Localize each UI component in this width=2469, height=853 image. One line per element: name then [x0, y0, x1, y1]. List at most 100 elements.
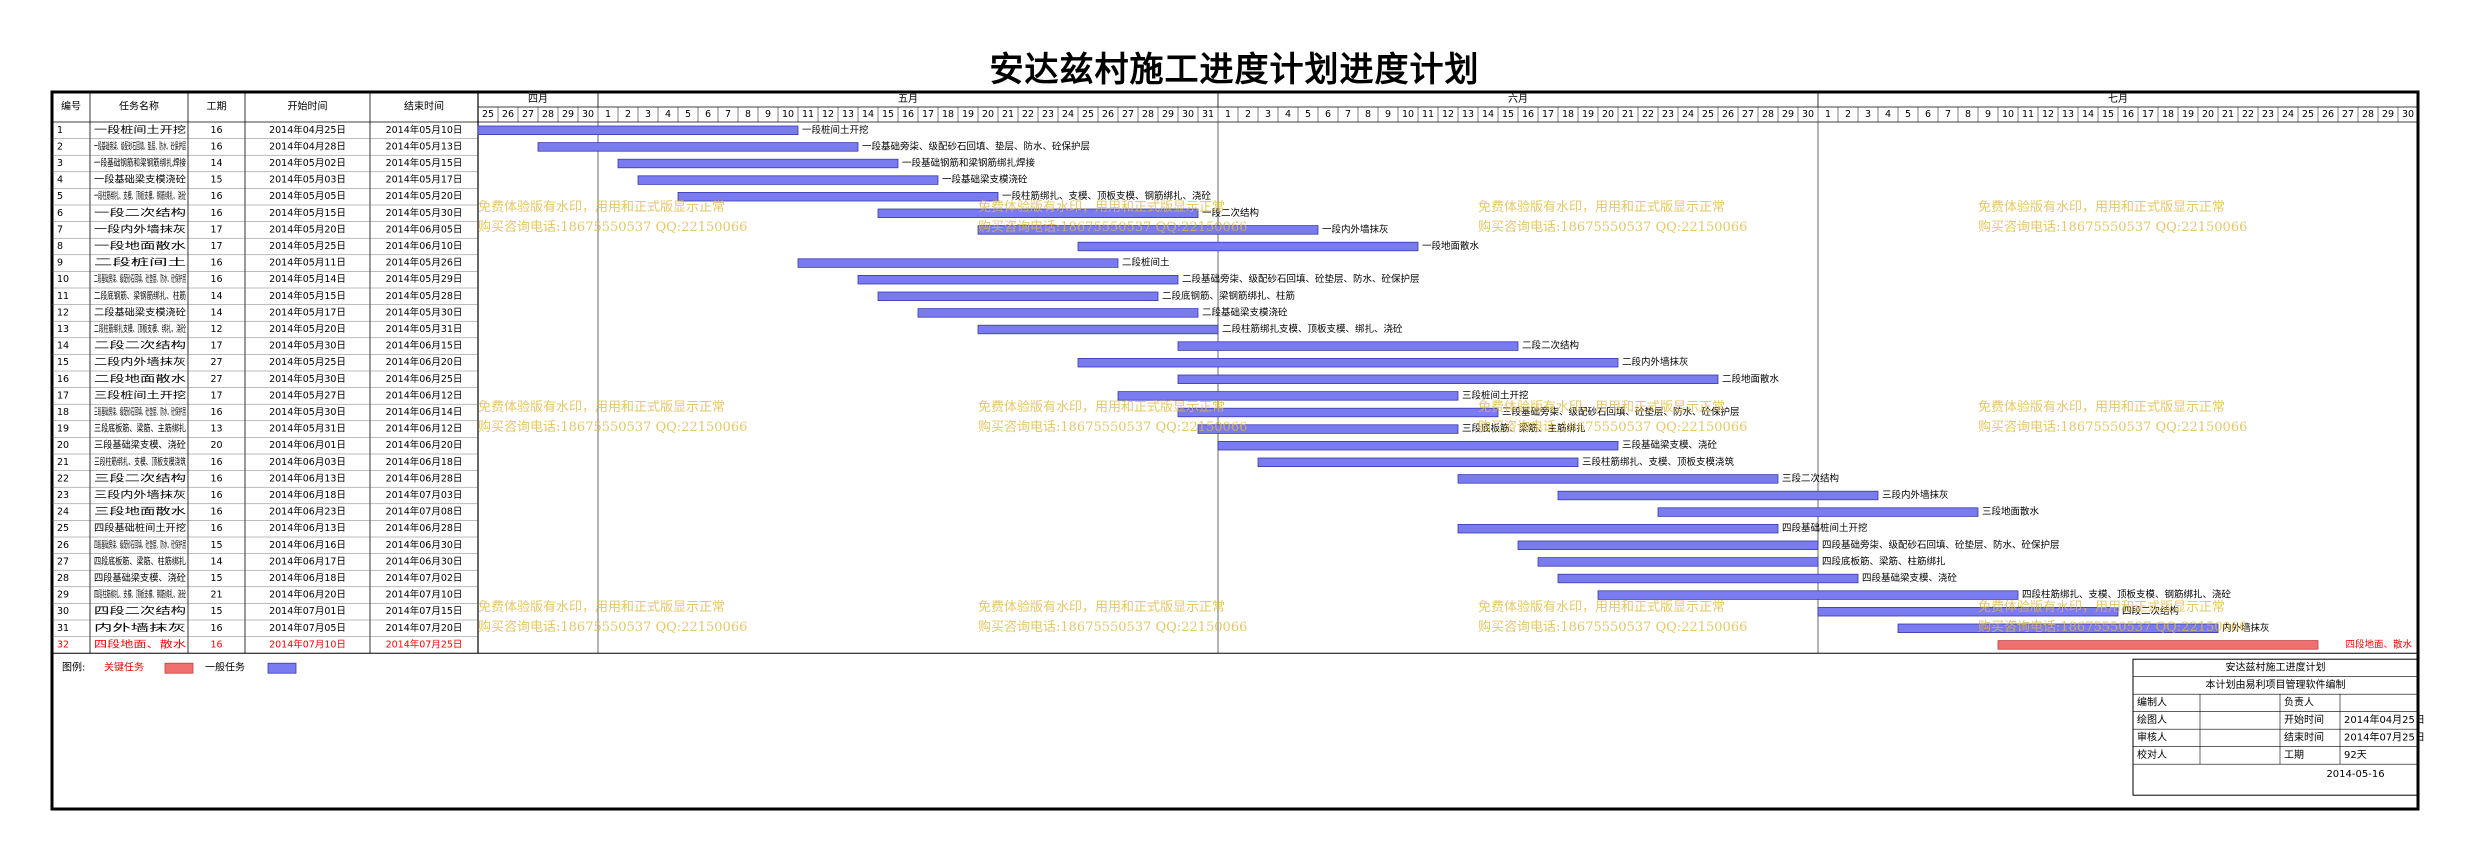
- day-label: 16: [902, 109, 914, 120]
- bar-label: 三段底板筋、梁筋、主筋绑扎: [1462, 423, 1586, 435]
- task-end: 2014年05月29日: [386, 273, 463, 285]
- day-label: 8: [745, 109, 751, 120]
- day-label: 2: [625, 109, 631, 120]
- day-label: 24: [1682, 109, 1694, 120]
- task-start: 2014年06月03日: [269, 456, 346, 468]
- day-label: 3: [645, 109, 651, 120]
- task-duration: 14: [210, 307, 222, 318]
- legend-normal-swatch: [267, 662, 297, 674]
- day-label: 27: [1742, 109, 1754, 120]
- day-label: 16: [1522, 109, 1534, 120]
- gantt-bar: [1557, 573, 1859, 584]
- task-name: 四段底板筋、梁筋、柱筋绑扎: [94, 555, 186, 567]
- task-id: 3: [57, 158, 63, 169]
- gantt-bar: [797, 258, 1119, 268]
- day-label: 6: [1925, 109, 1931, 120]
- task-end: 2014年07月15日: [386, 605, 463, 617]
- day-label: 10: [1402, 109, 1414, 120]
- day-label: 29: [1782, 109, 1794, 120]
- day-label: 28: [2362, 109, 2374, 120]
- day-label: 25: [2302, 109, 2314, 120]
- day-label: 1: [1825, 109, 1831, 120]
- task-end: 2014年06月20日: [386, 439, 463, 451]
- day-label: 23: [1042, 109, 1054, 120]
- day-label: 11: [802, 109, 814, 120]
- task-start: 2014年05月15日: [269, 207, 346, 219]
- task-end: 2014年06月30日: [386, 555, 463, 567]
- gantt-bar: [1897, 623, 2219, 634]
- task-duration: 17: [210, 341, 222, 352]
- task-name: 一段二次结构: [94, 207, 186, 219]
- task-id: 4: [57, 175, 63, 186]
- task-id: 22: [57, 473, 69, 484]
- task-start: 2014年05月25日: [269, 240, 346, 252]
- task-id: 17: [57, 390, 69, 401]
- task-end: 2014年05月10日: [386, 124, 463, 136]
- task-id: 29: [57, 590, 69, 601]
- bar-label: 一段桩间土开挖: [802, 124, 869, 136]
- task-end: 2014年07月03日: [386, 489, 463, 501]
- day-label: 23: [2262, 109, 2274, 120]
- gantt-bar: [1077, 357, 1619, 368]
- task-end: 2014年06月14日: [386, 406, 463, 418]
- task-name: 三段内外墙抹灰: [94, 489, 186, 501]
- task-id: 5: [57, 191, 63, 202]
- task-id: 2: [57, 141, 63, 152]
- day-label: 18: [2162, 109, 2174, 120]
- task-start: 2014年07月05日: [269, 622, 346, 634]
- task-start: 2014年06月17日: [269, 555, 346, 567]
- day-label: 13: [842, 109, 854, 120]
- day-label: 14: [1482, 109, 1494, 120]
- gantt-bar: [1457, 474, 1779, 484]
- day-label: 28: [542, 109, 554, 120]
- day-label: 23: [1662, 109, 1674, 120]
- day-label: 28: [1762, 109, 1774, 120]
- task-duration: 12: [210, 324, 222, 335]
- bar-label: 二段桩间土: [1122, 257, 1170, 269]
- task-start: 2014年06月13日: [269, 472, 346, 484]
- gantt-bar: [877, 291, 1159, 302]
- task-name: 四段基础旁柒、级配砂石回填、砼垫层、防水、砼保护层: [94, 539, 186, 551]
- task-start: 2014年06月23日: [269, 506, 346, 518]
- day-label: 7: [1945, 109, 1951, 120]
- task-id: 19: [57, 424, 69, 435]
- column-header: 任务名称: [119, 100, 159, 113]
- task-end: 2014年05月17日: [386, 174, 463, 186]
- gantt-bar: [1817, 607, 2119, 617]
- gantt-bar: [1537, 557, 1819, 567]
- gantt-bar: [977, 324, 1219, 335]
- gantt-bar: [1177, 341, 1519, 351]
- task-name: 一段内外墙抹灰: [94, 223, 186, 235]
- day-label: 19: [2182, 109, 2194, 120]
- task-id: 21: [57, 457, 69, 468]
- day-label: 25: [1082, 109, 1094, 120]
- day-label: 4: [1285, 109, 1291, 120]
- day-label: 20: [2202, 109, 2214, 120]
- day-label: 7: [1345, 109, 1351, 120]
- task-name: 一段基础梁支模浇砼: [94, 174, 187, 186]
- gantt-bar: [1217, 440, 1619, 451]
- task-end: 2014年07月02日: [386, 572, 463, 584]
- day-label: 5: [1305, 109, 1311, 120]
- task-duration: 16: [210, 191, 222, 202]
- day-label: 20: [982, 109, 994, 120]
- gantt-bar: [1197, 424, 1459, 434]
- task-id: 26: [57, 540, 69, 551]
- day-label: 26: [502, 109, 514, 120]
- day-label: 2: [1845, 109, 1851, 120]
- bar-label: 一段基础梁支模浇砼: [942, 174, 1028, 186]
- column-header: 结束时间: [404, 100, 444, 113]
- info-box-cell: 2014年04月25日: [2344, 713, 2425, 726]
- task-name: 三段柱筋绑扎、支模、顶板支模浇筑: [94, 456, 186, 468]
- task-start: 2014年06月01日: [269, 439, 346, 451]
- gantt-bar: [1177, 374, 1719, 385]
- month-label: 四月: [528, 93, 548, 105]
- task-end: 2014年06月12日: [386, 423, 463, 435]
- task-end: 2014年06月30日: [386, 539, 463, 551]
- day-label: 8: [1965, 109, 1971, 120]
- day-label: 22: [1022, 109, 1034, 120]
- info-box-cell: 2014年07月25日: [2344, 730, 2425, 743]
- gantt-bar: [1517, 540, 1819, 551]
- day-label: 21: [2222, 109, 2234, 120]
- task-id: 30: [57, 606, 69, 617]
